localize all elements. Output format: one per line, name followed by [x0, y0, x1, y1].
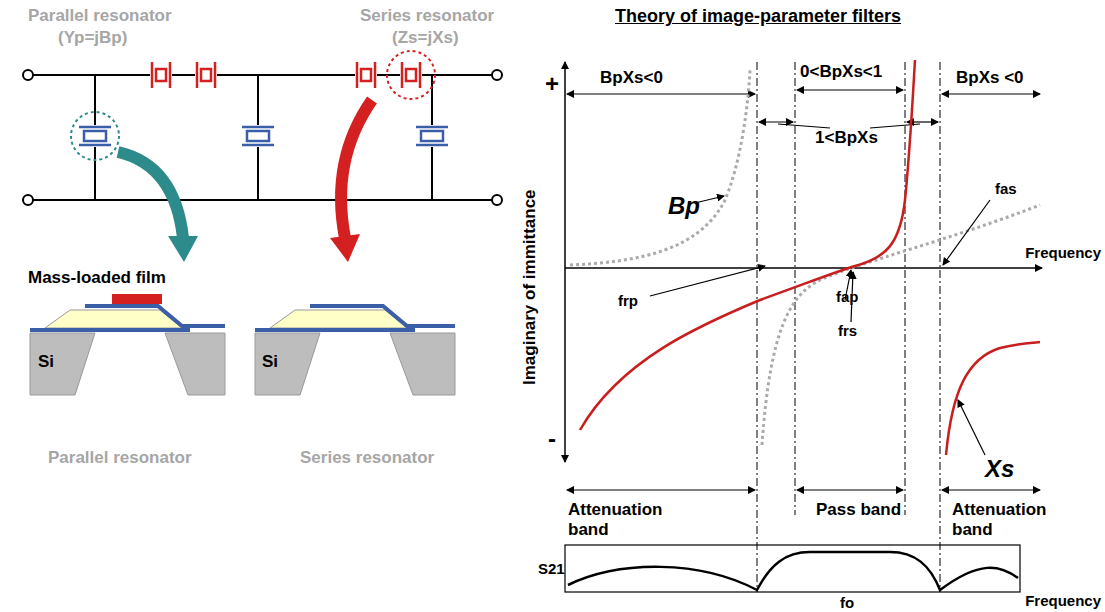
region-label: 0<BpXs<1	[800, 62, 882, 82]
part-name: Parallel resonator	[28, 6, 172, 26]
caption-label: Series resonator	[300, 448, 434, 468]
series-resonator-symbols	[150, 62, 422, 88]
formula: (Zs=jXs)	[392, 28, 459, 48]
caption-label: Parallel resonator	[48, 448, 192, 468]
curve-label: Bp	[668, 192, 700, 220]
part-name: Series resonator	[360, 6, 494, 26]
bp-curve	[570, 70, 750, 265]
band-boundaries	[757, 62, 940, 592]
frequency-label: fo	[840, 594, 854, 611]
part-name: Mass-loaded film	[28, 268, 166, 288]
axis-label: S21	[538, 560, 565, 577]
axis-title: Imaginary of immittance	[520, 189, 540, 385]
leader-lines	[650, 196, 990, 455]
frequency-label: frs	[838, 322, 857, 339]
band-label: Pass band	[816, 500, 901, 520]
xs-curve	[946, 342, 1040, 455]
material-label: Si	[262, 352, 278, 372]
zoom-arrows	[118, 100, 372, 262]
material-label: Si	[38, 352, 54, 372]
region-arrows	[567, 90, 1040, 490]
frequency-label: frp	[618, 292, 638, 309]
bp-curve	[762, 205, 1040, 445]
curve-label: Xs	[985, 455, 1014, 483]
region-label: BpXs <0	[956, 68, 1024, 88]
band-label: Attenuation band	[568, 500, 678, 539]
highlight-circle	[71, 112, 119, 160]
xs-curve	[580, 60, 915, 430]
parallel-resonator-symbols	[79, 125, 448, 147]
frequency-label: fas	[995, 180, 1017, 197]
formula: (Yp=jBp)	[58, 28, 127, 48]
axis-sign: +	[545, 70, 559, 98]
axis-label: Frequency	[1025, 592, 1101, 609]
frequency-label: fap	[836, 288, 859, 305]
parallel-resonator-cross-section	[30, 294, 225, 395]
chart-axes	[565, 62, 1042, 462]
highlight-circle	[387, 51, 435, 99]
chart-title: Theory of image-parameter filters	[615, 6, 901, 27]
series-resonator-cross-section	[255, 306, 455, 395]
axis-sign: -	[548, 425, 556, 453]
region-label: BpXs<0	[600, 68, 663, 88]
region-label: 1<BpXs	[815, 128, 878, 148]
band-label: Attenuation band	[952, 500, 1062, 539]
ladder-schematic	[23, 70, 502, 205]
axis-label: Frequency	[1025, 244, 1101, 261]
s21-plot	[565, 545, 1020, 592]
